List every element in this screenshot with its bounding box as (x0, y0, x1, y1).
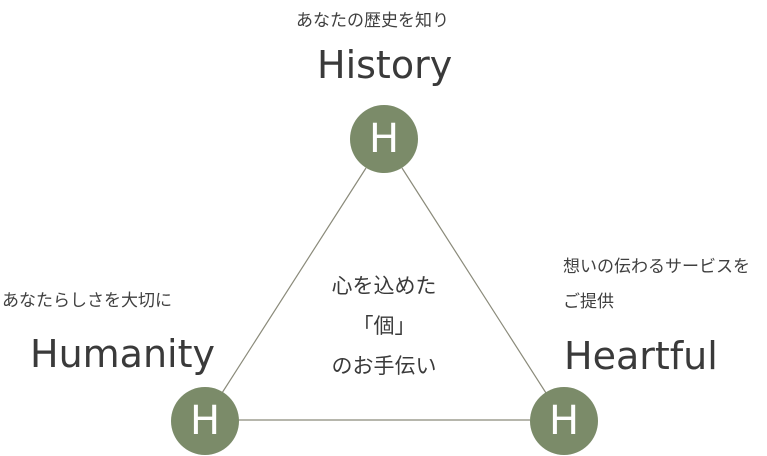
heartful-title: Heartful (564, 334, 718, 378)
history-caption: あなたの歴史を知り (296, 11, 449, 31)
line-top-right (401, 167, 547, 394)
humanity-node: H (171, 387, 239, 455)
history-node: H (350, 105, 418, 173)
heartful-node: H (530, 387, 598, 455)
humanity-node-letter: H (189, 398, 221, 444)
center-line2: 「個」 (352, 314, 416, 338)
heartful-caption-line1: 想いの伝わるサービスを (563, 257, 750, 277)
line-top-left (221, 167, 367, 394)
history-title: History (317, 43, 453, 87)
heartful-caption-line2: ご提供 (563, 292, 614, 312)
center-line1: 心を込めた (331, 274, 437, 298)
history-node-letter: H (368, 116, 400, 162)
humanity-title: Humanity (30, 332, 215, 376)
humanity-caption: あなたらしさを大切に (2, 291, 172, 311)
center-message: 心を込めた 「個」 のお手伝い (264, 266, 504, 386)
center-line3: のお手伝い (331, 354, 437, 378)
heartful-node-letter: H (548, 398, 580, 444)
